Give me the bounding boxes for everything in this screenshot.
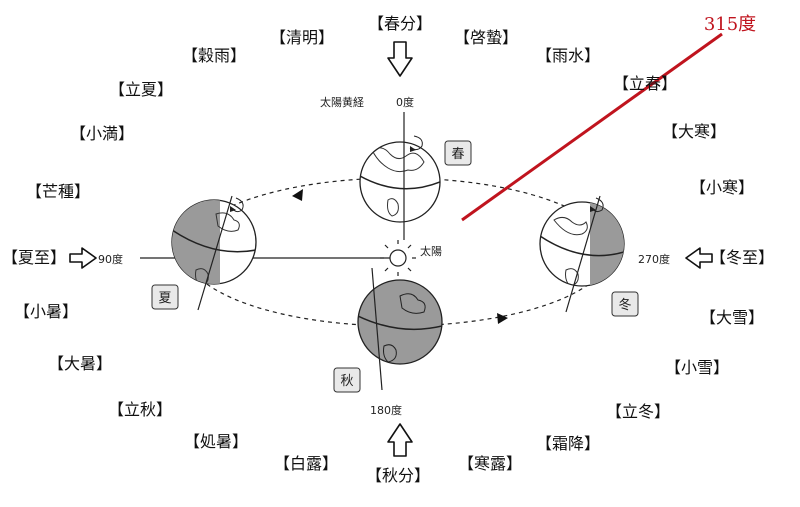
term-taisho: 【大暑】 (47, 354, 113, 373)
degree-180-label: 180度 (370, 403, 402, 417)
degree-90-label: 90度 (98, 252, 123, 266)
svg-text:春: 春 (451, 147, 464, 162)
term-shosho: 【小暑】 (13, 302, 79, 321)
term-shoman: 【小満】 (69, 124, 135, 143)
earth-autumn (357, 267, 443, 391)
season-badge-summer: 夏 (151, 284, 179, 310)
sun-icon (380, 240, 416, 276)
season-badge-autumn: 秋 (333, 367, 361, 393)
term-koku: 【穀雨】 (181, 46, 247, 65)
term-usui: 【雨水】 (535, 46, 601, 65)
term-daikan: 【大寒】 (661, 122, 727, 141)
degree-315-line (461, 32, 723, 222)
term-risshun: 【立春】 (612, 74, 678, 93)
term-geshi: 【夏至】 (1, 248, 67, 267)
term-shunbun: 【春分】 (367, 14, 433, 33)
degree-270-label: 270度 (638, 252, 670, 266)
term-ritto: 【立冬】 (605, 402, 671, 421)
annotation-315-degree: 315度 (703, 14, 757, 35)
term-shokan: 【小寒】 (689, 178, 755, 197)
term-soko: 【霜降】 (535, 434, 601, 453)
term-taisetsu: 【大雪】 (699, 308, 765, 327)
term-shosetsu: 【小雪】 (664, 358, 730, 377)
term-boshu: 【芒種】 (25, 182, 91, 201)
degree-0-label: 0度 (396, 95, 414, 109)
term-seimei: 【清明】 (269, 28, 335, 47)
season-badge-spring: 春 (444, 140, 472, 166)
sun-label: 太陽 (420, 245, 442, 258)
orbit-arrow-icon (292, 189, 303, 201)
ecliptic-longitude-label: 太陽黄経 (320, 95, 364, 109)
term-keichitsu: 【啓蟄】 (453, 28, 519, 47)
earth-spring (359, 112, 441, 240)
season-badge-winter: 冬 (611, 291, 639, 317)
arrow-left-icon (685, 247, 713, 269)
svg-text:夏: 夏 (158, 291, 171, 306)
earth-winter (539, 195, 625, 313)
svg-text:秋: 秋 (340, 374, 353, 389)
term-rikka: 【立夏】 (108, 80, 174, 99)
term-shubun: 【秋分】 (365, 466, 431, 485)
term-hakuro: 【白露】 (273, 454, 339, 473)
term-kanro: 【寒露】 (457, 454, 523, 473)
term-toji: 【冬至】 (709, 248, 775, 267)
term-shosho2: 【処暑】 (183, 432, 249, 451)
arrow-up-icon (387, 423, 413, 457)
arrow-right-icon (69, 247, 97, 269)
orbit-arrow-icon (497, 313, 508, 324)
arrow-down-icon (387, 41, 413, 77)
svg-text:冬: 冬 (618, 297, 631, 313)
term-risshu: 【立秋】 (107, 400, 173, 419)
